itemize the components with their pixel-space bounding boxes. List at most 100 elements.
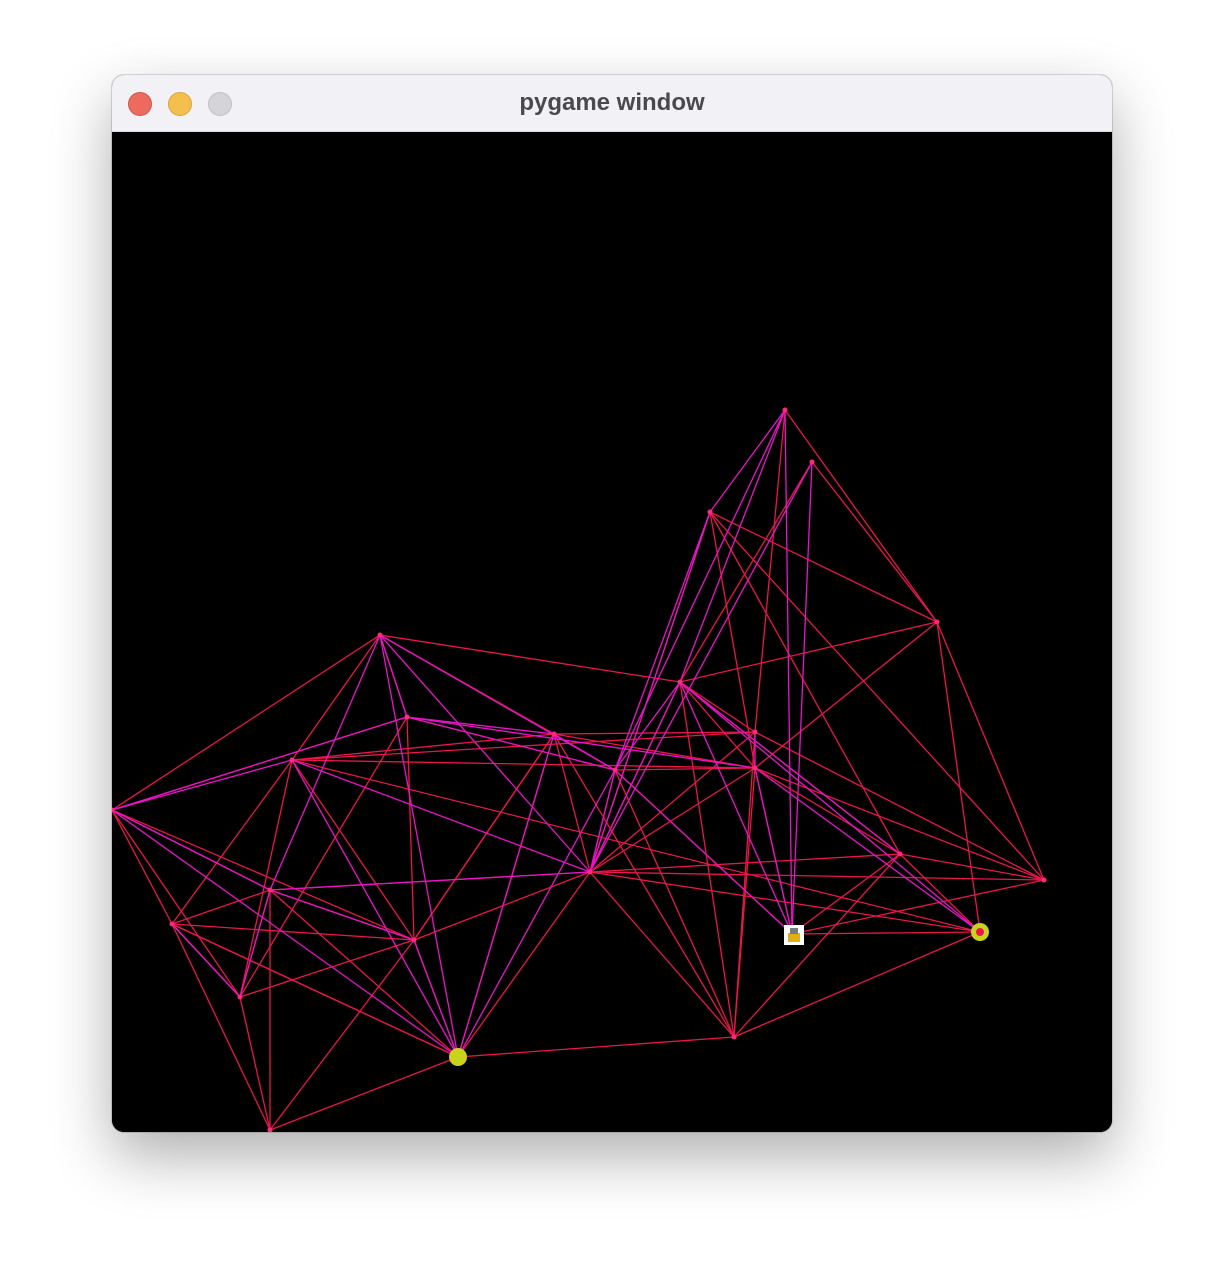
graph-edge-highlight bbox=[589, 681, 681, 873]
graph-edge bbox=[553, 733, 591, 873]
graph-edge bbox=[754, 767, 901, 855]
graph-edge-highlight bbox=[112, 809, 271, 891]
graph-edge bbox=[171, 923, 271, 1131]
graph-edge bbox=[709, 511, 756, 769]
graph-edge bbox=[733, 931, 981, 1038]
graph-edge-highlight bbox=[457, 733, 555, 1058]
graph-edge bbox=[754, 409, 786, 733]
graph-edge bbox=[239, 759, 293, 998]
graph-edge bbox=[709, 511, 938, 623]
graph-edge bbox=[239, 939, 415, 998]
graph-edge-highlight bbox=[112, 759, 293, 811]
graph-node bbox=[404, 714, 410, 720]
graph-edge bbox=[754, 767, 1045, 881]
graph-edge bbox=[899, 853, 981, 933]
graph-edge bbox=[171, 923, 415, 941]
graph-node bbox=[587, 869, 593, 875]
graph-node bbox=[267, 1127, 273, 1132]
graph-edge bbox=[239, 716, 408, 998]
graph-edge bbox=[291, 759, 756, 769]
graph-node bbox=[237, 994, 243, 1000]
graph-edge bbox=[171, 889, 271, 925]
graph-edge bbox=[811, 461, 938, 623]
graph-edge-highlight bbox=[589, 461, 813, 873]
graph-node bbox=[411, 937, 417, 943]
graph-edge-highlight bbox=[291, 759, 591, 873]
graph-edge-highlight bbox=[589, 769, 616, 873]
graph-edge-highlight bbox=[171, 923, 241, 998]
minimize-button[interactable] bbox=[168, 92, 192, 116]
goal-marker bbox=[971, 923, 989, 941]
graph-edge-highlight bbox=[754, 767, 793, 935]
game-canvas[interactable] bbox=[112, 132, 1112, 1132]
graph-edge bbox=[269, 939, 415, 1131]
graph-edge-highlight bbox=[291, 759, 459, 1058]
graph-edge-highlight bbox=[406, 716, 616, 771]
graph-node bbox=[112, 807, 115, 813]
graph-edge-highlight bbox=[614, 769, 793, 935]
graph-edge-highlight bbox=[269, 634, 381, 891]
graph-edge bbox=[112, 809, 415, 941]
pygame-window: pygame window bbox=[112, 75, 1112, 1132]
graph-edge bbox=[709, 511, 901, 855]
graph-edge bbox=[291, 731, 756, 761]
graph-edge bbox=[457, 1036, 735, 1058]
graph-node bbox=[731, 1034, 737, 1040]
graph-edge bbox=[899, 853, 1045, 881]
graph-edge-highlight bbox=[553, 733, 616, 771]
graph-edge bbox=[112, 809, 173, 925]
graph-edge bbox=[791, 853, 901, 935]
graph-edge-highlight bbox=[413, 939, 459, 1058]
graph-node bbox=[897, 851, 903, 857]
graph-edge bbox=[589, 731, 756, 873]
graph-edge bbox=[406, 716, 415, 941]
graph-edge bbox=[457, 871, 591, 1058]
graph-edge bbox=[791, 879, 1045, 935]
graph-edge bbox=[291, 733, 555, 761]
graph-edge bbox=[614, 769, 735, 1038]
graph-edge-highlight bbox=[379, 634, 591, 873]
graph-node bbox=[752, 729, 758, 735]
graph-edge-highlight bbox=[112, 716, 408, 811]
graph-edge bbox=[733, 767, 756, 1038]
title-bar[interactable]: pygame window bbox=[112, 75, 1112, 132]
graph-edge bbox=[269, 1056, 459, 1131]
graph-network bbox=[112, 407, 1047, 1132]
start-marker bbox=[449, 1048, 467, 1066]
graph-edge bbox=[936, 621, 981, 933]
graph-node bbox=[169, 921, 175, 927]
graph-node bbox=[289, 757, 295, 763]
graph-edge bbox=[112, 634, 381, 811]
graph-edge bbox=[733, 853, 901, 1038]
graph-edge-highlight bbox=[269, 871, 591, 891]
graph-edge-highlight bbox=[709, 409, 786, 513]
graph-edge-highlight bbox=[791, 461, 813, 935]
graph-edge bbox=[936, 621, 1045, 881]
graph-node bbox=[934, 619, 940, 625]
graph-edge-highlight bbox=[239, 889, 271, 998]
graph-node bbox=[677, 679, 683, 685]
graph-edge-highlight bbox=[379, 634, 408, 718]
graph-edge bbox=[291, 634, 381, 761]
graph-edge bbox=[589, 871, 1045, 881]
graph-edge bbox=[679, 681, 756, 733]
graph-edge bbox=[589, 767, 756, 873]
graph-edge-highlight bbox=[406, 716, 756, 769]
graph-node bbox=[1041, 877, 1047, 883]
graph-edge bbox=[791, 931, 981, 935]
graph-edge-highlight bbox=[614, 409, 786, 771]
graph-edge bbox=[413, 733, 555, 941]
graph-node bbox=[809, 459, 815, 465]
graph-edge bbox=[171, 923, 459, 1058]
graph-edge-highlight bbox=[679, 681, 793, 935]
graph-edge-highlight bbox=[614, 681, 681, 771]
window-title: pygame window bbox=[519, 89, 705, 116]
graph-edge bbox=[754, 621, 938, 769]
graph-edge-highlight bbox=[679, 681, 901, 855]
close-button[interactable] bbox=[128, 92, 152, 116]
graph-edge bbox=[239, 996, 271, 1131]
graph-edge bbox=[679, 621, 938, 683]
maximize-button[interactable] bbox=[208, 92, 232, 116]
graph-edge bbox=[679, 681, 735, 1038]
graph-edge bbox=[291, 759, 415, 941]
